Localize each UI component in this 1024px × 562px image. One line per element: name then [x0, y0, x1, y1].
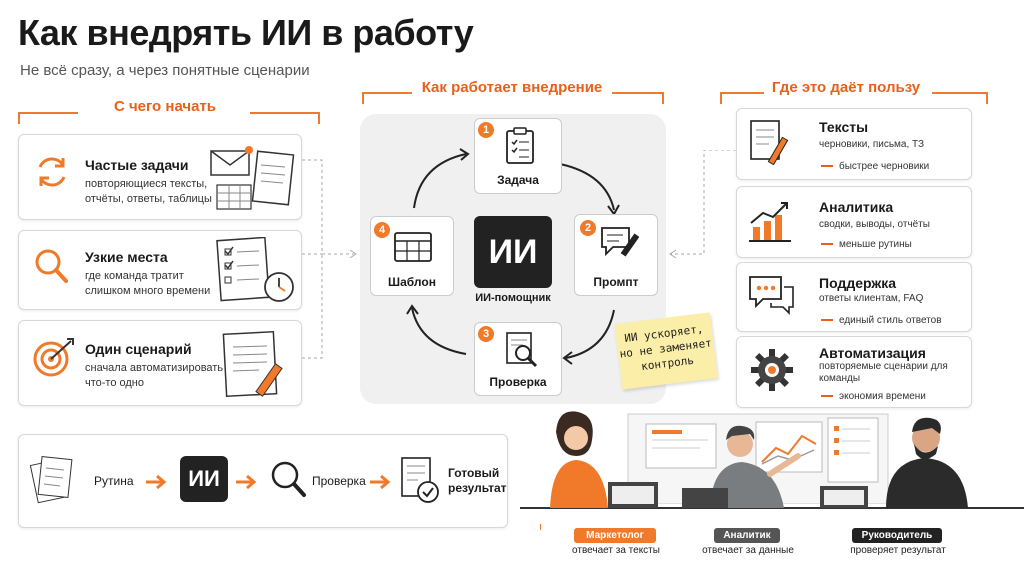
page-subtitle: Не всё сразу, а через понятные сценарии [20, 62, 310, 79]
section-heading-process: Как работает внедрение [421, 79, 603, 96]
ai-assistant-caption: ИИ-помощник [475, 292, 551, 304]
card-note: быстрее черновики [821, 161, 929, 172]
arrow-right-icon [146, 474, 167, 490]
flow-check-label: Проверка [312, 474, 366, 488]
bracket-center-b [612, 92, 664, 104]
document-pen-icon [750, 120, 789, 166]
magnifier-icon [35, 249, 68, 283]
card-one-scenario: Один сценарий сначала автоматизировать ч… [18, 320, 302, 406]
role-badge-marketer: Маркетолог [574, 528, 656, 543]
card-note: меньше рутины [821, 239, 912, 250]
card-note: экономия времени [821, 391, 926, 402]
flow-ai-box: ИИ [180, 456, 228, 502]
step-label: Проверка [489, 375, 547, 389]
cycle-arrows [406, 148, 620, 365]
role-note-marketer: отвечает за тексты [572, 545, 660, 556]
arrow-right-icon [236, 474, 257, 490]
card-title: Один сценарий [85, 341, 192, 357]
step-label: Задача [497, 173, 539, 187]
card-automation: Автоматизация повторяемые сценарии для к… [736, 336, 972, 408]
clipboard-icon [506, 127, 534, 164]
bracket-left-a [18, 112, 78, 124]
step-label: Шаблон [388, 275, 436, 289]
step-number: 2 [580, 220, 596, 236]
arrow-right-icon [370, 474, 391, 490]
card-desc: где команда тратит слишком много времени [85, 270, 211, 297]
bar-chart-growth-icon [749, 202, 791, 242]
step-number: 4 [374, 222, 390, 238]
step-number: 1 [478, 122, 494, 138]
gear-icon [751, 349, 793, 391]
card-frequent-tasks: Частые задачи повторяющиеся тексты, отчё… [18, 134, 302, 220]
step-number: 3 [478, 326, 494, 342]
role-note-analyst: отвечает за данные [702, 545, 794, 556]
role-badge-analyst: Аналитик [714, 528, 780, 543]
role-badge-manager: Руководитель [852, 528, 942, 543]
card-support: Поддержка ответы клиентам, FAQ единый ст… [736, 262, 972, 332]
card-note-text: меньше рутины [839, 239, 912, 250]
team-illustration [520, 411, 1024, 530]
document-search-icon [506, 332, 538, 368]
connector-right [669, 150, 736, 259]
card-desc: сводки, выводы, отчёты [819, 219, 930, 230]
flow-routine-label: Рутина [94, 474, 134, 488]
flow-result-label: Готовый результат [448, 466, 507, 495]
card-note-text: экономия времени [839, 391, 926, 402]
chat-pencil-icon [601, 227, 639, 257]
bracket-center-a [362, 92, 412, 104]
role-marker-line [540, 524, 541, 530]
magnifier-icon [271, 461, 306, 497]
card-desc: повторяемые сценарии для команды [819, 361, 948, 384]
card-title: Поддержка [819, 275, 897, 291]
card-note: единый стиль ответов [821, 315, 942, 326]
section-heading-benefits: Где это даёт пользу [771, 79, 921, 96]
card-desc: черновики, письма, ТЗ [819, 139, 925, 150]
page-title: Как внедрять ИИ в работу [18, 12, 474, 53]
connector-left [302, 159, 357, 359]
card-desc: ответы клиентам, FAQ [819, 293, 924, 304]
card-desc: сначала автоматизировать что-то одно [85, 362, 224, 389]
card-analytics: Аналитика сводки, выводы, отчёты меньше … [736, 186, 972, 258]
checklist-clock-icon [216, 237, 294, 302]
document-stack-icon [30, 455, 73, 504]
section-heading-start: С чего начать [113, 98, 217, 115]
card-title: Тексты [819, 119, 869, 135]
target-icon [33, 338, 74, 377]
role-note-manager: проверяет результат [850, 545, 946, 556]
card-title: Узкие места [85, 249, 168, 265]
card-texts: Тексты черновики, письма, ТЗ быстрее чер… [736, 108, 972, 180]
step-label: Промпт [593, 275, 639, 289]
table-template-icon [394, 232, 432, 262]
ai-assistant-box: ИИ [474, 216, 552, 288]
documents-email-icon [210, 146, 295, 210]
refresh-icon [38, 157, 66, 187]
card-title: Частые задачи [85, 157, 189, 173]
chat-bubbles-icon [749, 276, 794, 315]
step-template: Шаблон [370, 216, 454, 296]
card-note-text: единый стиль ответов [839, 315, 942, 326]
card-title: Аналитика [819, 199, 894, 215]
card-bottlenecks: Узкие места где команда тратит слишком м… [18, 230, 302, 310]
document-checkmark-icon [401, 457, 439, 503]
card-note-text: быстрее черновики [839, 161, 930, 172]
bracket-right-b [932, 92, 988, 104]
card-title: Автоматизация [819, 345, 926, 361]
bracket-right-a [720, 92, 764, 104]
bracket-left-b [250, 112, 320, 124]
document-pencil-icon [222, 330, 283, 398]
card-desc: повторяющиеся тексты, отчёты, ответы, та… [85, 178, 212, 205]
sticky-note: ИИ ускоряет, но не заменяет контроль [614, 312, 718, 390]
